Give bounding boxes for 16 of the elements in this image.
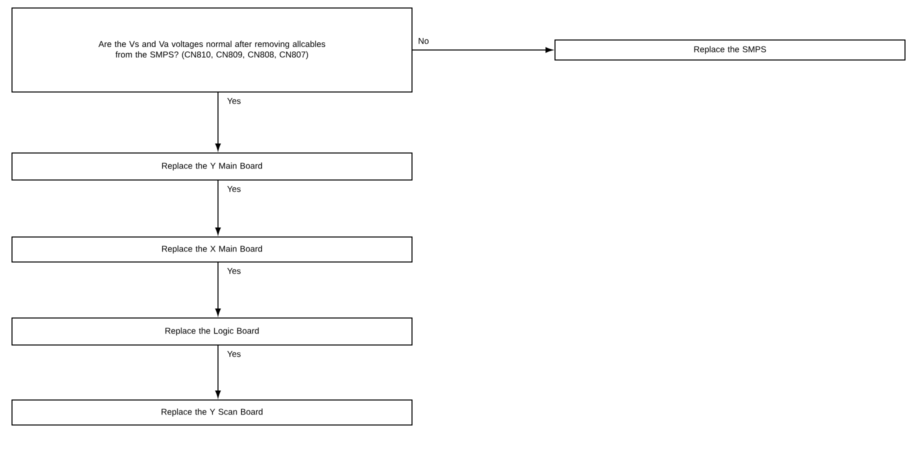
edge-label: No bbox=[417, 37, 430, 45]
arrow bbox=[412, 47, 553, 53]
process-box: Replace the X Main Board bbox=[12, 236, 412, 262]
process-box: Replace the SMPS bbox=[554, 40, 906, 60]
arrow bbox=[215, 262, 221, 316]
edge-label: Yes bbox=[226, 97, 242, 105]
process-box: Are the Vs and Va voltages normal after removing allcables from the SMPS? (CN810, CN809, CN808, CN807) bbox=[12, 8, 412, 92]
process-box: Replace the Logic Board bbox=[12, 318, 412, 346]
edge-label: Yes bbox=[226, 267, 242, 275]
edge-label: Yes bbox=[226, 185, 242, 193]
arrow bbox=[215, 345, 221, 398]
process-box: Replace the Y Main Board bbox=[12, 152, 412, 180]
process-box: Replace the Y Scan Board bbox=[12, 400, 412, 426]
arrow bbox=[215, 180, 221, 235]
arrow bbox=[215, 92, 221, 151]
edge-label: Yes bbox=[226, 350, 242, 358]
